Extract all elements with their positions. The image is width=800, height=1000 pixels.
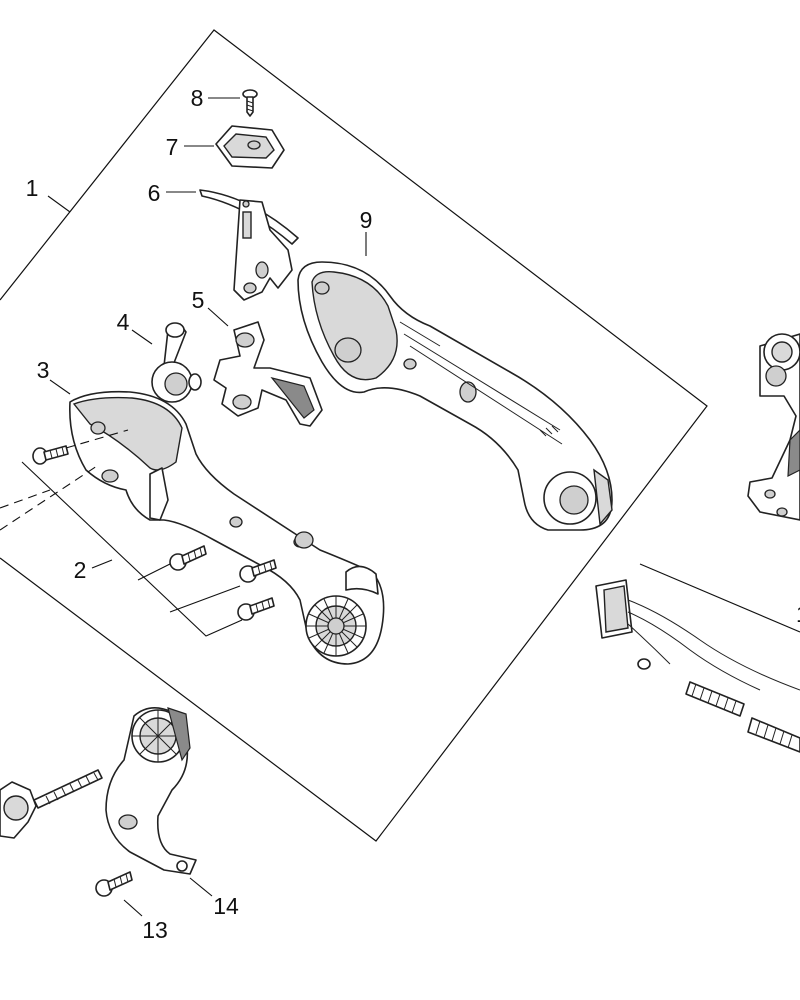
knob-bolt: [0, 769, 103, 839]
part-14-bracket: [105, 707, 197, 875]
leader-13: [123, 899, 143, 917]
callout-1: 1: [26, 175, 39, 201]
callout-9: 9: [360, 207, 373, 233]
leader-2: [91, 559, 113, 569]
part-8-screw: [242, 89, 258, 117]
callout-14: 14: [213, 893, 239, 919]
part-7-clip-block: [215, 125, 285, 169]
screw-c: [239, 559, 277, 583]
callout-leaders: [47, 97, 367, 917]
callout-right-edge: 1: [796, 601, 800, 627]
part-13-screw: [95, 871, 133, 897]
right-edge-gear-housing: [747, 333, 800, 521]
callout-6: 6: [148, 180, 161, 206]
leader-4: [131, 329, 153, 345]
part-5-lever: [213, 321, 323, 427]
callout-labels: 1 2 3 4 5 6 7 8 9 13 14 1: [26, 85, 800, 943]
callout-8: 8: [191, 85, 204, 111]
leader-14: [189, 877, 213, 897]
right-edge-cable: [595, 563, 800, 753]
callout-5: 5: [192, 287, 205, 313]
screw-a: [32, 445, 69, 465]
part-4-bushing-lever: [151, 322, 202, 403]
part-2-leader-bracket: [21, 461, 243, 637]
screw-d: [237, 597, 275, 621]
leader-1: [47, 195, 71, 213]
part-9-housing: [297, 261, 613, 531]
leader-3: [49, 379, 71, 395]
callout-7: 7: [166, 134, 179, 160]
callout-4: 4: [117, 309, 130, 335]
callout-3: 3: [37, 357, 50, 383]
part-3-cover: [69, 390, 385, 665]
part-6-latch-arm: [199, 189, 299, 301]
callout-2: 2: [74, 557, 87, 583]
leader-5: [207, 307, 229, 327]
alignment-lines: [0, 429, 129, 531]
callout-13: 13: [142, 917, 168, 943]
screw-b: [169, 545, 207, 571]
part-2-screws: [32, 445, 277, 621]
assembly-frame: [0, 29, 708, 842]
